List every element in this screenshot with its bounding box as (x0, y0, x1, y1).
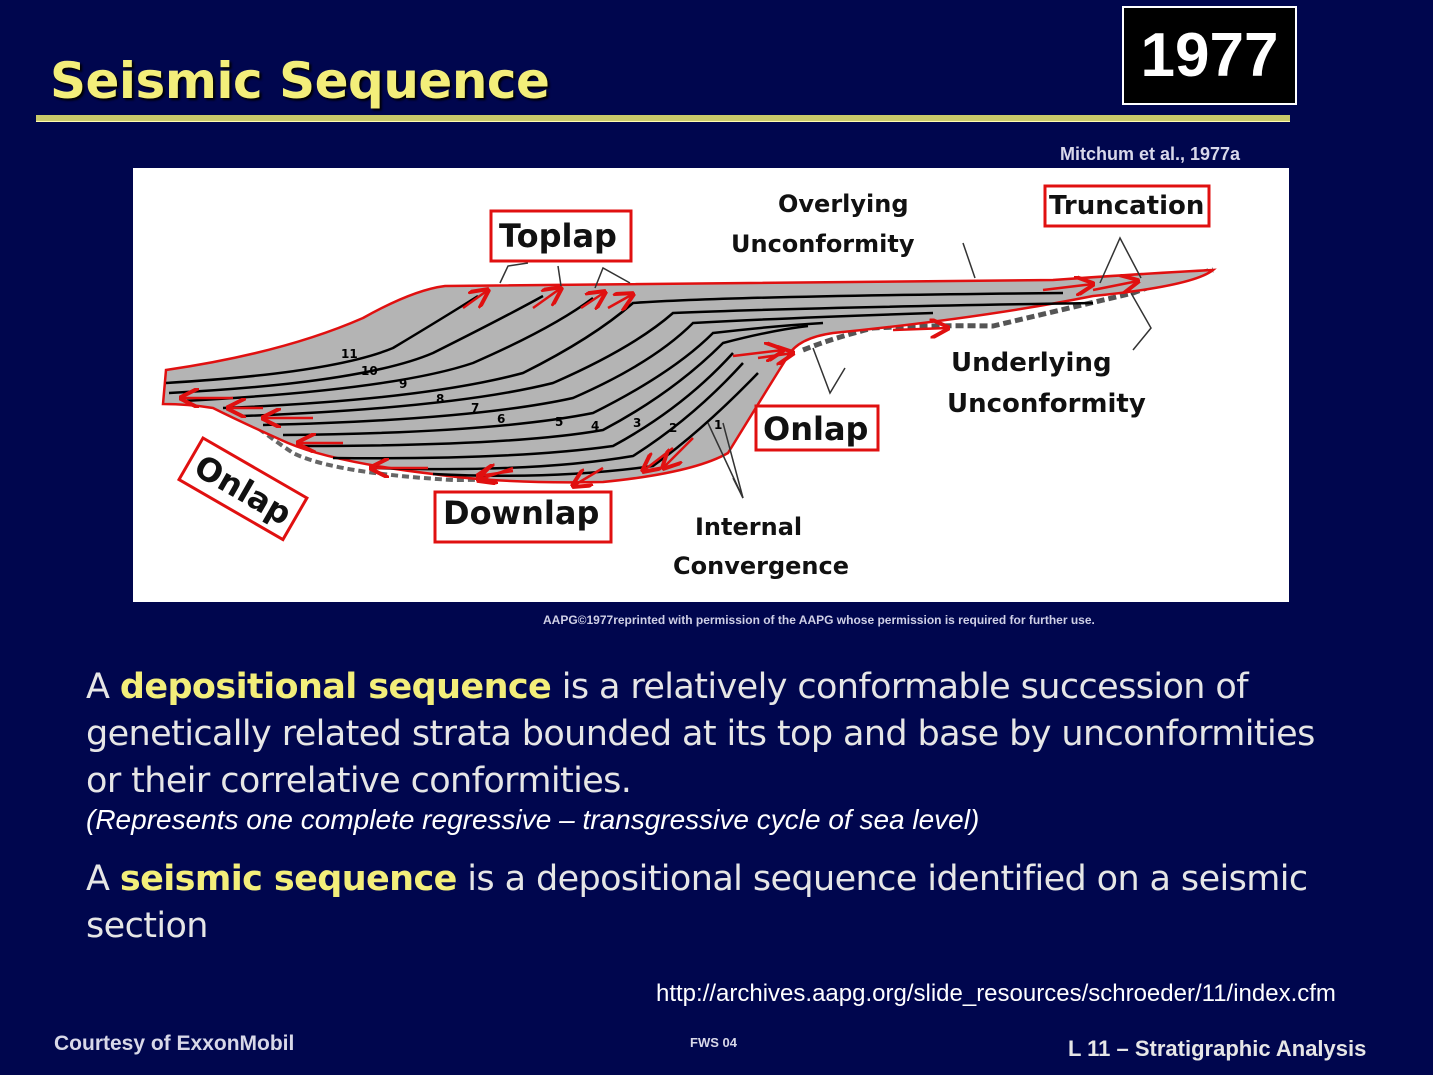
layer-number-11: 11 (341, 347, 358, 361)
label-overlying-2: Unconformity (731, 230, 915, 258)
pointer-lines (499, 236, 1152, 499)
p2-prefix: A (86, 859, 120, 899)
label-underlying-2: Unconformity (947, 389, 1146, 419)
label-downlap: Downlap (443, 494, 599, 532)
label-overlying-1: Overlying (778, 190, 909, 218)
layer-number-6: 6 (497, 412, 505, 426)
label-internal-2: Convergence (673, 552, 849, 580)
term-depositional-sequence: depositional sequence (119, 667, 552, 707)
label-internal-1: Internal (695, 513, 802, 541)
source-url: http://archives.aapg.org/slide_resources… (656, 980, 1336, 1007)
title-underline (36, 115, 1290, 121)
layer-number-8: 8 (436, 392, 444, 406)
sequence-body (161, 268, 1217, 484)
layer-number-4: 4 (591, 419, 599, 433)
layer-number-9: 9 (399, 377, 407, 391)
p1-body: is a relatively conformable succession o… (86, 667, 1315, 801)
toplap-box (489, 209, 633, 263)
year-badge: 1977 (1122, 6, 1297, 105)
layer-number-1: 1 (714, 418, 722, 432)
layer-numbers: 11 10 9 8 7 6 5 4 3 2 1 (341, 347, 722, 435)
label-toplap: Toplap (499, 217, 617, 255)
seismic-sequence-diagram: 11 10 9 8 7 6 5 4 3 2 1 (161, 184, 1217, 580)
seismic-sequence-figure: 11 10 9 8 7 6 5 4 3 2 1 (133, 168, 1289, 602)
truncation-box (1043, 184, 1211, 228)
slide-title: Seismic Sequence (50, 52, 550, 110)
layer-number-5: 5 (555, 415, 563, 429)
layer-number-2: 2 (669, 421, 677, 435)
p2-body: is a depositional sequence identified on… (86, 859, 1308, 946)
figure-copyright: AAPG©1977reprinted with permission of th… (543, 613, 1095, 627)
onlap-right-box (754, 404, 880, 452)
label-onlap-right: Onlap (763, 410, 868, 448)
onlap-left-box (176, 435, 309, 542)
basal-surface (231, 406, 755, 483)
label-truncation: Truncation (1049, 191, 1204, 221)
figure-citation: Mitchum et al., 1977a (1060, 144, 1241, 164)
seismic-sequence-definition: A seismic sequence is a depositional seq… (86, 856, 1346, 950)
layer-number-3: 3 (633, 416, 641, 430)
layer-number-7: 7 (471, 401, 479, 415)
footer-lecture-title: L 11 – Stratigraphic Analysis (1068, 1036, 1367, 1061)
termination-arrows (181, 281, 1138, 486)
label-underlying-1: Underlying (951, 348, 1112, 378)
term-seismic-sequence: seismic sequence (119, 859, 457, 899)
sea-level-note: (Represents one complete regressive – tr… (86, 804, 980, 835)
footer-slide-code: FWS 04 (690, 1035, 737, 1050)
footer-courtesy: Courtesy of ExxonMobil (54, 1032, 295, 1055)
layer-number-10: 10 (361, 364, 378, 378)
p1-prefix: A (86, 667, 120, 707)
downlap-box (433, 490, 613, 544)
depositional-sequence-definition: A depositional sequence is a relatively … (86, 664, 1346, 805)
